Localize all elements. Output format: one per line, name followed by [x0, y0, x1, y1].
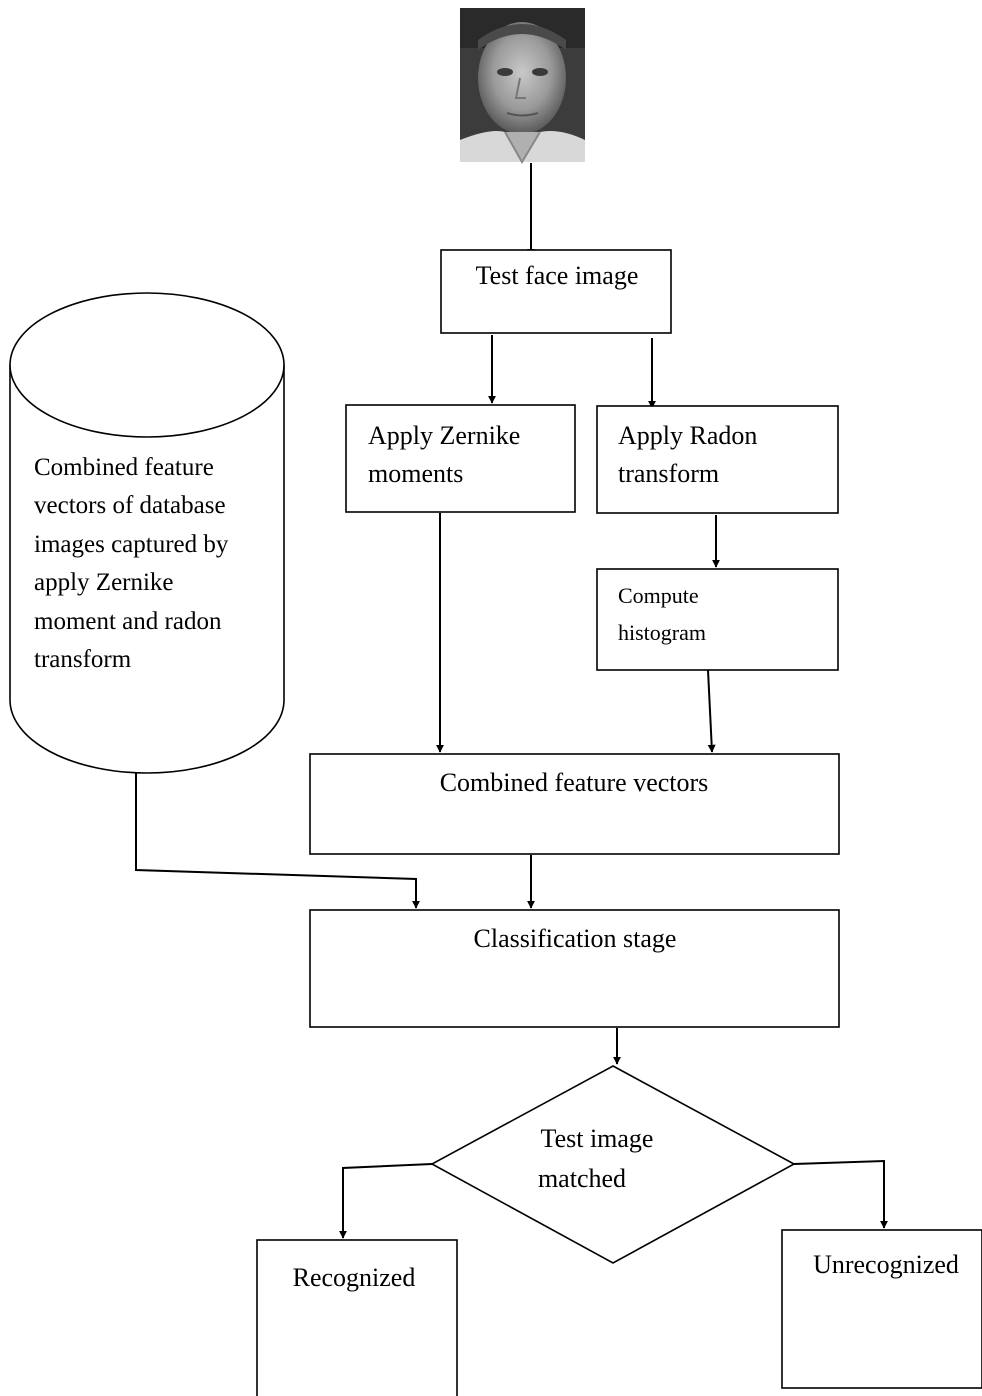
node-label: Combined feature vectors [440, 768, 709, 797]
node-label: Test face image [476, 261, 639, 290]
node-label: Compute [618, 583, 699, 608]
node-decision-matched: Test image matched [430, 1065, 796, 1264]
database-label-line: transform [34, 646, 132, 673]
node-label: Recognized [293, 1263, 416, 1292]
node-unrecognized: Unrecognized [781, 1229, 982, 1389]
node-apply-radon: Apply Radon transform [596, 405, 839, 514]
node-label: Test image [541, 1124, 654, 1153]
node-combined-feature-vectors: Combined feature vectors [309, 753, 840, 855]
database-cylinder: Combined feature vectors of database ima… [9, 292, 285, 774]
node-label: Apply Zernike [368, 421, 520, 450]
node-label: Apply Radon [618, 421, 757, 450]
database-label-line: Combined feature [34, 454, 214, 481]
node-classification-stage: Classification stage [309, 909, 840, 1028]
node-label: transform [618, 459, 719, 488]
edge-decision-to-recognized [339, 1163, 433, 1239]
edge-database-to-classification [135, 773, 420, 909]
database-label-line: images captured by [34, 531, 229, 558]
node-label: Classification stage [474, 924, 677, 953]
edges [135, 163, 888, 1239]
node-label: Unrecognized [813, 1250, 959, 1279]
node-label: histogram [618, 620, 706, 645]
edge-decision-to-unrecognized [793, 1159, 888, 1229]
node-label: moments [368, 459, 463, 488]
face-photo [460, 8, 585, 164]
node-apply-zernike: Apply Zernike moments [345, 404, 576, 513]
node-recognized: Recognized [256, 1239, 458, 1396]
database-label-line: apply Zernike [34, 569, 174, 596]
node-label: matched [538, 1164, 626, 1193]
database-label-line: moment and radon [34, 608, 222, 635]
node-compute-histogram: Compute histogram [596, 568, 839, 671]
node-test-face-image: Test face image [440, 249, 672, 334]
edge-histogram-to-combined [707, 669, 716, 753]
database-label-line: vectors of database [34, 492, 226, 519]
